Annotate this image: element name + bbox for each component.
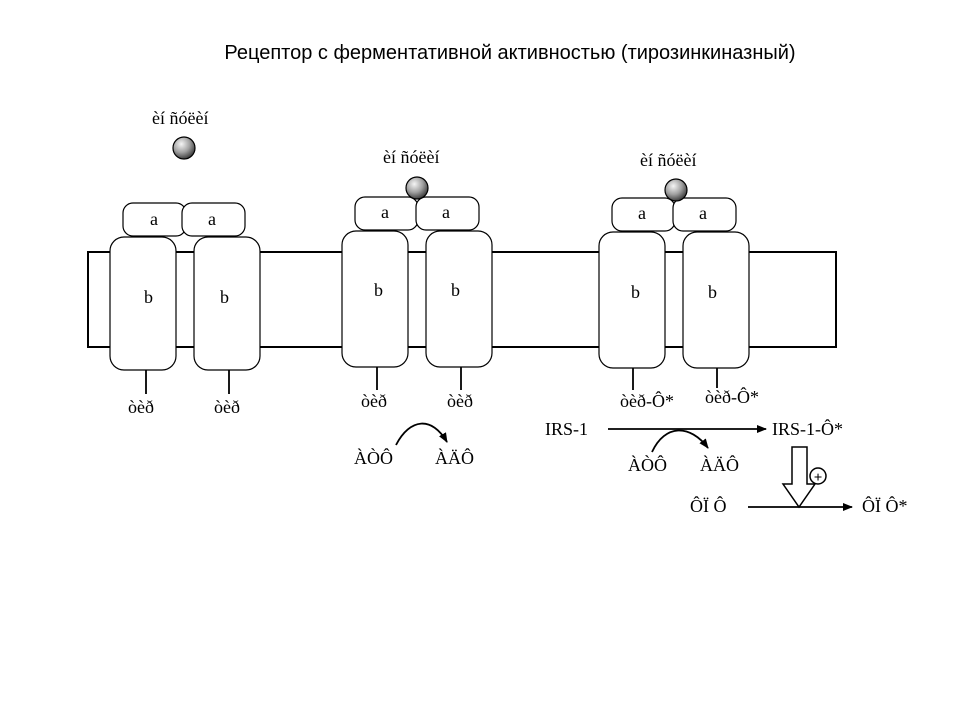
- receptor-2: èí ñóëèí a a b b òèð òèð ÀÒÔ ÀÄÔ: [341, 147, 493, 468]
- cascade-adp-label: ÀÄÔ: [700, 454, 739, 475]
- receptor-3: èí ñóëèí a a b b òèð-Ô* òèð-Ô*: [598, 150, 759, 411]
- receptor-3-alpha-right: [672, 197, 737, 232]
- signal-cascade: IRS-1 IRS-1-Ô* ÀÒÔ ÀÄÔ + ÔÏ Ô ÔÏ Ô*: [545, 418, 908, 516]
- receptor-1-beta-left: [109, 236, 177, 371]
- receptor-2-insulin-ball: [405, 176, 429, 200]
- receptor-3-beta-right: [682, 231, 750, 369]
- receptor-2-beta-right: [425, 230, 493, 368]
- receptor-2-adp-label: ÀÄÔ: [435, 447, 474, 468]
- receptor-3-alpha-left-label: a: [638, 203, 646, 223]
- receptor-3-phospho-tyrosine-left: òèð-Ô*: [620, 390, 674, 411]
- receptor-3-beta-left-label: b: [631, 282, 640, 302]
- receptor-2-tyrosine-left: òèð: [361, 391, 387, 411]
- receptor-1-beta-left-label: b: [144, 287, 153, 307]
- receptor-3-beta-right-label: b: [708, 282, 717, 302]
- receptor-2-alpha-right-label: a: [442, 202, 450, 222]
- receptor-1-insulin-ball: [172, 136, 196, 160]
- cascade-atp-label: ÀÒÔ: [628, 454, 667, 475]
- fpf-label: ÔÏ Ô: [690, 495, 727, 516]
- receptor-1-beta-right-label: b: [220, 287, 229, 307]
- receptor-2-alpha-left-label: a: [381, 202, 389, 222]
- cascade-atp-adp-arrow: [651, 429, 709, 453]
- receptor-2-atp-adp-arrow: [395, 422, 448, 446]
- receptor-2-tyrosine-right: òèð: [447, 391, 473, 411]
- receptor-3-insulin-ball: [664, 178, 688, 202]
- receptor-1-tyrosine-right: òèð: [214, 397, 240, 417]
- receptor-1-tyrosine-left: òèð: [128, 397, 154, 417]
- receptor-3-alpha-right-label: a: [699, 203, 707, 223]
- fpf-phospho-label: ÔÏ Ô*: [862, 495, 908, 516]
- receptor-2-beta-right-label: b: [451, 280, 460, 300]
- irs1-phospho-label: IRS-1-Ô*: [772, 418, 843, 439]
- receptor-1-alpha-right-label: a: [208, 209, 216, 229]
- receptor-1-beta-right: [193, 236, 261, 371]
- receptor-3-beta-left: [598, 231, 666, 369]
- activation-block-arrow: [781, 446, 817, 509]
- receptor-1-alpha-left-label: a: [150, 209, 158, 229]
- plus-sign-circle: [809, 467, 827, 485]
- receptor-2-alpha-right: [415, 196, 480, 231]
- slide-title: Рецептор с ферментативной активностью (т…: [224, 42, 796, 64]
- receptor-1-alpha-right: [181, 202, 246, 237]
- receptor-3-ligand-label: èí ñóëèí: [640, 150, 696, 170]
- receptor-2-ligand-label: èí ñóëèí: [383, 147, 439, 167]
- irs1-label: IRS-1: [545, 419, 588, 439]
- receptor-2-beta-left: [341, 230, 409, 368]
- plus-sign: +: [814, 470, 823, 486]
- receptor-1-ligand-label: èí ñóëèí: [152, 108, 208, 128]
- receptor-2-beta-left-label: b: [374, 280, 383, 300]
- receptor-2-atp-label: ÀÒÔ: [354, 447, 393, 468]
- receptor-1: èí ñóëèí a a b b òèð òèð: [109, 108, 261, 417]
- receptor-3-phospho-tyrosine-right: òèð-Ô*: [705, 386, 759, 407]
